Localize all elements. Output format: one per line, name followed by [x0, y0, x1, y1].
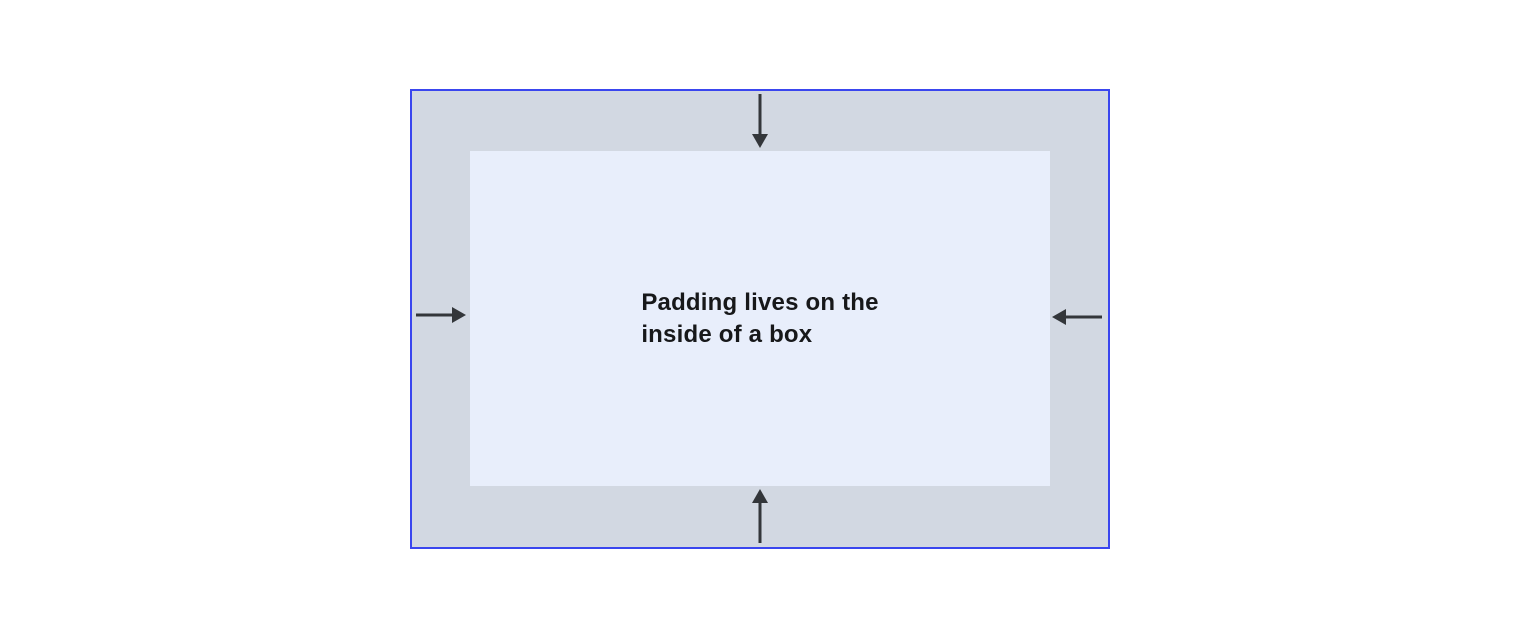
padding-caption-line1: Padding lives on the	[641, 288, 879, 316]
arrow-left-icon	[1052, 309, 1102, 325]
content-box: Padding lives on the inside of a box	[470, 151, 1050, 486]
padding-area-box: Padding lives on the inside of a box	[410, 89, 1110, 549]
arrow-down-icon	[752, 94, 768, 148]
padding-caption-line2: inside of a box	[641, 320, 813, 348]
padding-caption: Padding lives on the inside of a box	[641, 287, 878, 351]
arrow-up-icon	[752, 489, 768, 543]
arrow-right-icon	[416, 307, 466, 323]
